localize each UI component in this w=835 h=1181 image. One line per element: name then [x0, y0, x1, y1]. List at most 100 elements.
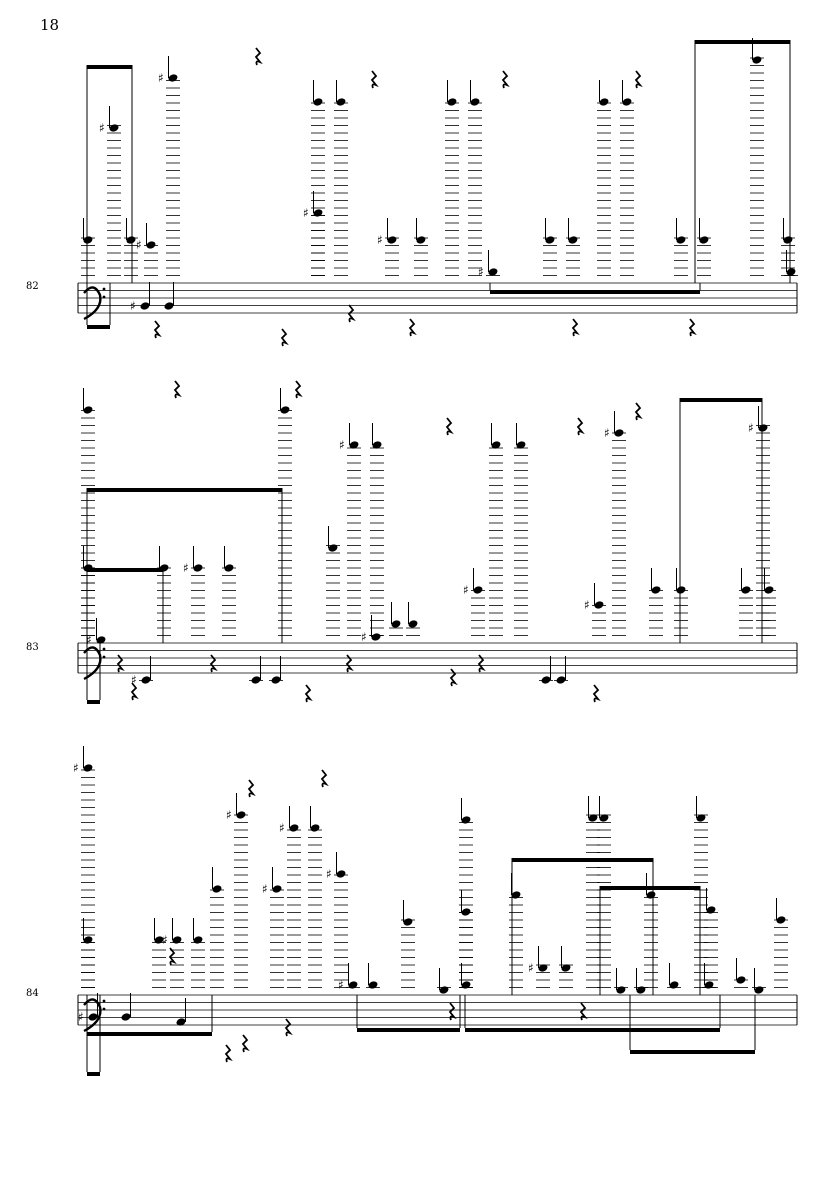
quarter-rest-icon [254, 47, 263, 66]
sharp-icon: ♯ [131, 673, 137, 687]
notehead [348, 981, 358, 989]
sharp-icon: ♯ [162, 933, 168, 947]
sharp-icon: ♯ [183, 561, 189, 575]
notehead [491, 441, 501, 449]
notehead [676, 236, 686, 244]
quarter-rest-icon [224, 1044, 233, 1063]
beam [695, 40, 790, 44]
notehead [461, 816, 471, 824]
notehead [741, 586, 751, 594]
notehead [168, 74, 178, 82]
notehead [416, 236, 426, 244]
quarter-rest-icon [294, 380, 303, 399]
beam [630, 1050, 755, 1054]
sharp-icon: ♯ [748, 421, 754, 435]
notehead [699, 236, 709, 244]
notehead [280, 406, 290, 414]
measure-number-82: 82 [26, 281, 39, 292]
notehead [783, 236, 793, 244]
sharp-icon: ♯ [463, 583, 469, 597]
notehead [752, 56, 762, 64]
sharp-icon: ♯ [478, 265, 484, 279]
notehead [336, 870, 346, 878]
quarter-rest-icon [477, 654, 486, 673]
notehead [561, 964, 571, 972]
notehead [408, 620, 418, 628]
beam [87, 700, 100, 704]
notehead [83, 936, 93, 944]
notehead [538, 964, 548, 972]
quarter-rest-icon [448, 1002, 457, 1021]
quarter-rest-icon [173, 380, 182, 399]
sharp-icon: ♯ [377, 233, 383, 247]
sharp-icon: ♯ [584, 598, 590, 612]
sharp-icon: ♯ [528, 961, 534, 975]
notehead [541, 676, 551, 684]
quarter-rest-icon [116, 654, 125, 673]
notehead [336, 98, 346, 106]
notehead [251, 676, 261, 684]
bass-clef-dot [102, 655, 106, 659]
notehead [696, 814, 706, 822]
beam [87, 1032, 212, 1036]
sharp-icon: ♯ [604, 426, 610, 440]
quarter-rest-icon [370, 70, 379, 89]
notehead [368, 981, 378, 989]
notehead [651, 586, 661, 594]
sharp-icon: ♯ [99, 121, 105, 135]
quarter-rest-icon [576, 417, 585, 436]
notehead [461, 908, 471, 916]
notehead [328, 544, 338, 552]
notehead [371, 633, 381, 641]
notehead [372, 441, 382, 449]
notehead [776, 916, 786, 924]
notehead [96, 636, 106, 644]
notehead [164, 302, 174, 310]
notehead [599, 98, 609, 106]
sharp-icon: ♯ [339, 438, 345, 452]
quarter-rest-icon [168, 947, 177, 966]
notehead [236, 811, 246, 819]
notehead [83, 236, 93, 244]
notehead [193, 936, 203, 944]
bass-clef-dot [102, 999, 106, 1003]
notehead [224, 564, 234, 572]
beam [512, 858, 653, 862]
quarter-rest-icon [634, 70, 643, 89]
beam [465, 1028, 720, 1032]
notehead [786, 268, 796, 276]
sharp-icon: ♯ [303, 206, 309, 220]
notehead [599, 814, 609, 822]
notehead [439, 986, 449, 994]
quarter-rest-icon [445, 417, 454, 436]
quarter-rest-icon [345, 654, 354, 673]
notehead [313, 209, 323, 217]
quarter-rest-icon [320, 769, 329, 788]
notehead [109, 124, 119, 132]
notehead [403, 918, 413, 926]
notehead [676, 586, 686, 594]
quarter-rest-icon [247, 779, 256, 798]
beam [87, 1072, 100, 1076]
quarter-rest-icon [209, 654, 218, 673]
notehead [488, 268, 498, 276]
notehead [83, 764, 93, 772]
bass-clef-icon [83, 646, 102, 681]
sharp-icon: ♯ [158, 71, 164, 85]
notehead [83, 406, 93, 414]
measure-number-83: 83 [26, 642, 39, 653]
notehead [704, 981, 714, 989]
notehead [669, 981, 679, 989]
quarter-rest-icon [571, 318, 580, 337]
notehead [556, 676, 566, 684]
quarter-rest-icon [304, 684, 313, 703]
notehead [470, 98, 480, 106]
bass-clef-dot [102, 1007, 106, 1011]
notehead [272, 885, 282, 893]
notehead [88, 1013, 98, 1021]
notehead [646, 891, 656, 899]
beam [87, 65, 132, 69]
bass-clef-dot [102, 287, 106, 291]
notehead [588, 814, 598, 822]
